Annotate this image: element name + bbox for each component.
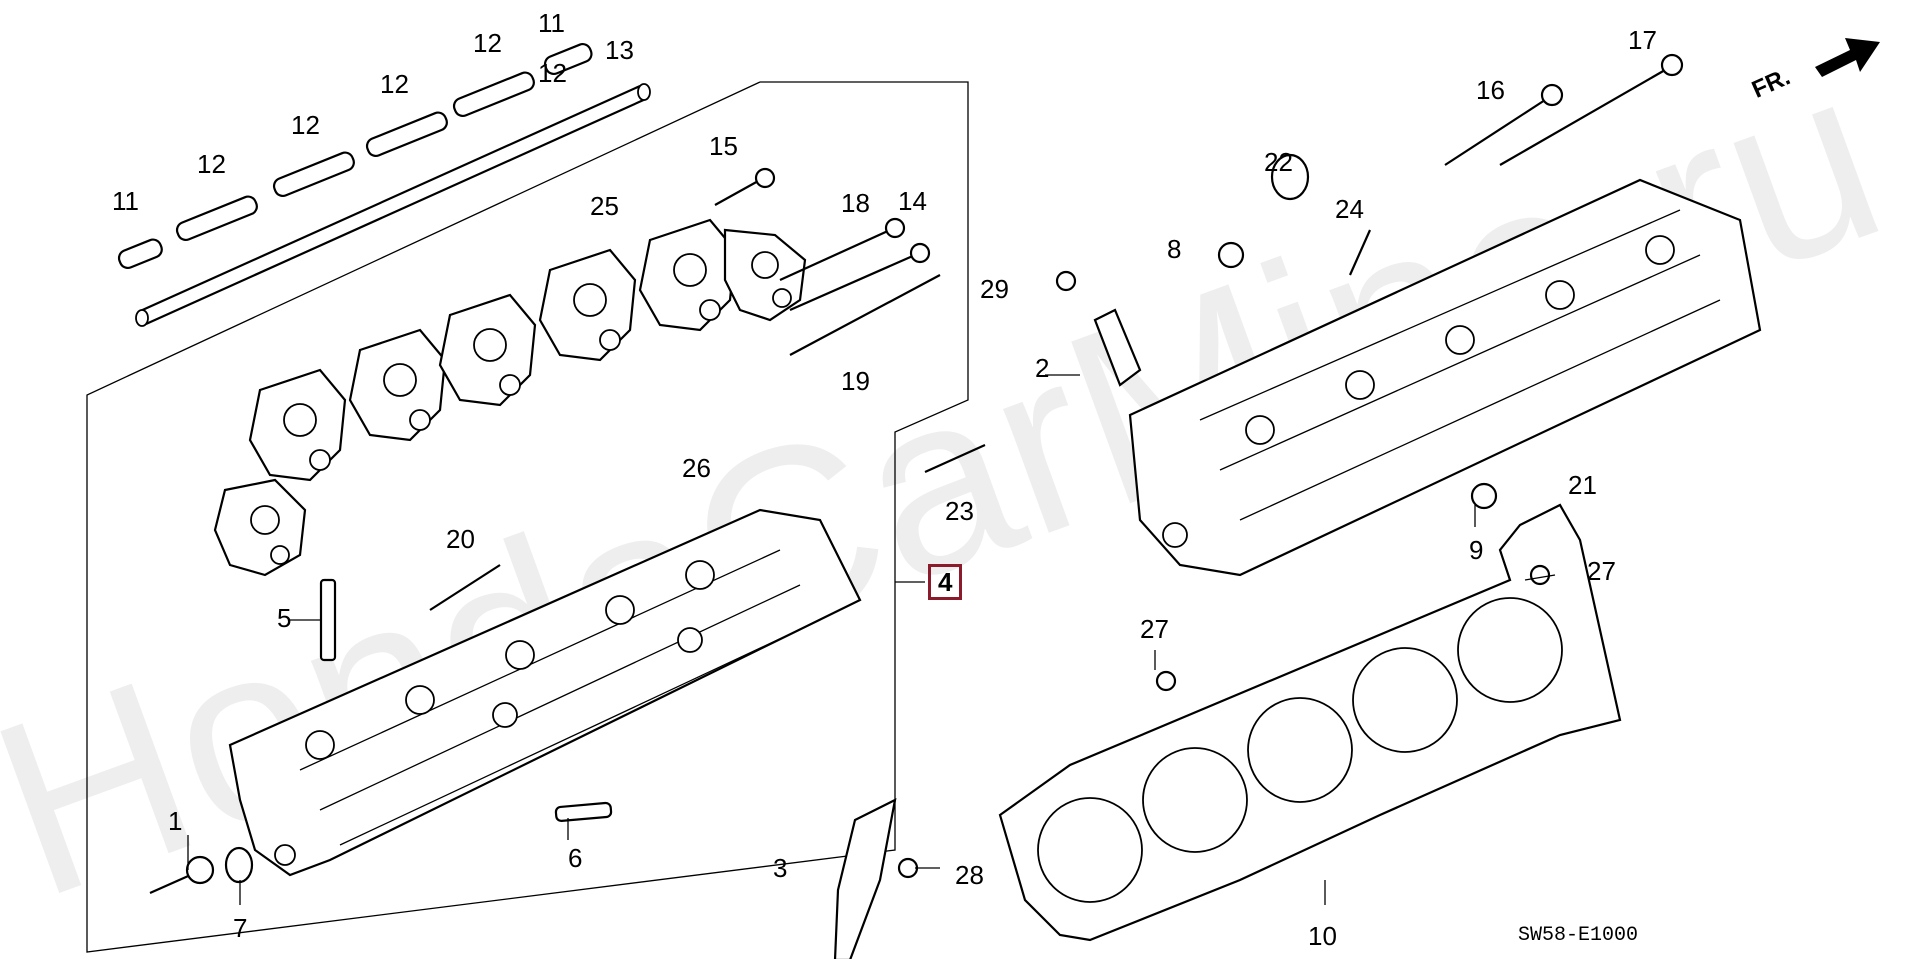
callout-3: 3 <box>773 853 788 883</box>
rocker-arms <box>213 218 807 577</box>
callout-12-a: 12 <box>197 149 226 179</box>
front-direction-arrow <box>1815 38 1880 77</box>
cylinder-head-right <box>1128 178 1762 577</box>
callout-11-right: 11 <box>538 8 565 38</box>
callout-8: 8 <box>1167 234 1182 264</box>
callout-11-left: 11 <box>112 186 139 216</box>
callout-23: 23 <box>945 496 974 526</box>
callout-24: 24 <box>1335 194 1364 224</box>
callout-4[interactable]: 4 <box>928 564 963 600</box>
callout-21: 21 <box>1568 470 1597 500</box>
callout-10: 10 <box>1308 921 1337 951</box>
callout-18: 18 <box>841 188 870 218</box>
callout-2: 2 <box>1035 353 1050 383</box>
callout-12-d: 12 <box>473 28 502 58</box>
callout-12-b: 12 <box>291 110 320 140</box>
callout-9: 9 <box>1469 535 1484 565</box>
rocker-shaft-13 <box>135 83 651 327</box>
callout-26: 26 <box>682 453 711 483</box>
cylinder-head-group-frame <box>86 81 969 953</box>
callout-7: 7 <box>233 913 248 943</box>
callout-29: 29 <box>980 274 1009 304</box>
cylinder-head-left <box>228 508 862 877</box>
callout-5: 5 <box>277 603 292 633</box>
callout-15: 15 <box>709 131 738 161</box>
callout-13: 13 <box>605 35 634 65</box>
callout-27-right: 27 <box>1587 556 1616 586</box>
callout-6: 6 <box>568 843 583 873</box>
callout-20: 20 <box>446 524 475 554</box>
callout-16: 16 <box>1476 75 1505 105</box>
callout-1: 1 <box>168 806 183 836</box>
callout-12-e: 12 <box>538 58 567 88</box>
head-gasket <box>998 503 1622 942</box>
callout-19: 19 <box>841 366 870 396</box>
leader-lines <box>187 374 1556 905</box>
callout-25: 25 <box>590 191 619 221</box>
callout-12-c: 12 <box>380 69 409 99</box>
callout-27-left: 27 <box>1140 614 1169 644</box>
callout-14: 14 <box>898 186 927 216</box>
callout-28: 28 <box>955 860 984 890</box>
diagram-code: SW58-E1000 <box>1518 924 1639 947</box>
bolts-and-studs <box>149 53 1684 959</box>
collars-row <box>117 42 593 270</box>
callout-22: 22 <box>1264 147 1293 177</box>
callout-17: 17 <box>1628 25 1657 55</box>
